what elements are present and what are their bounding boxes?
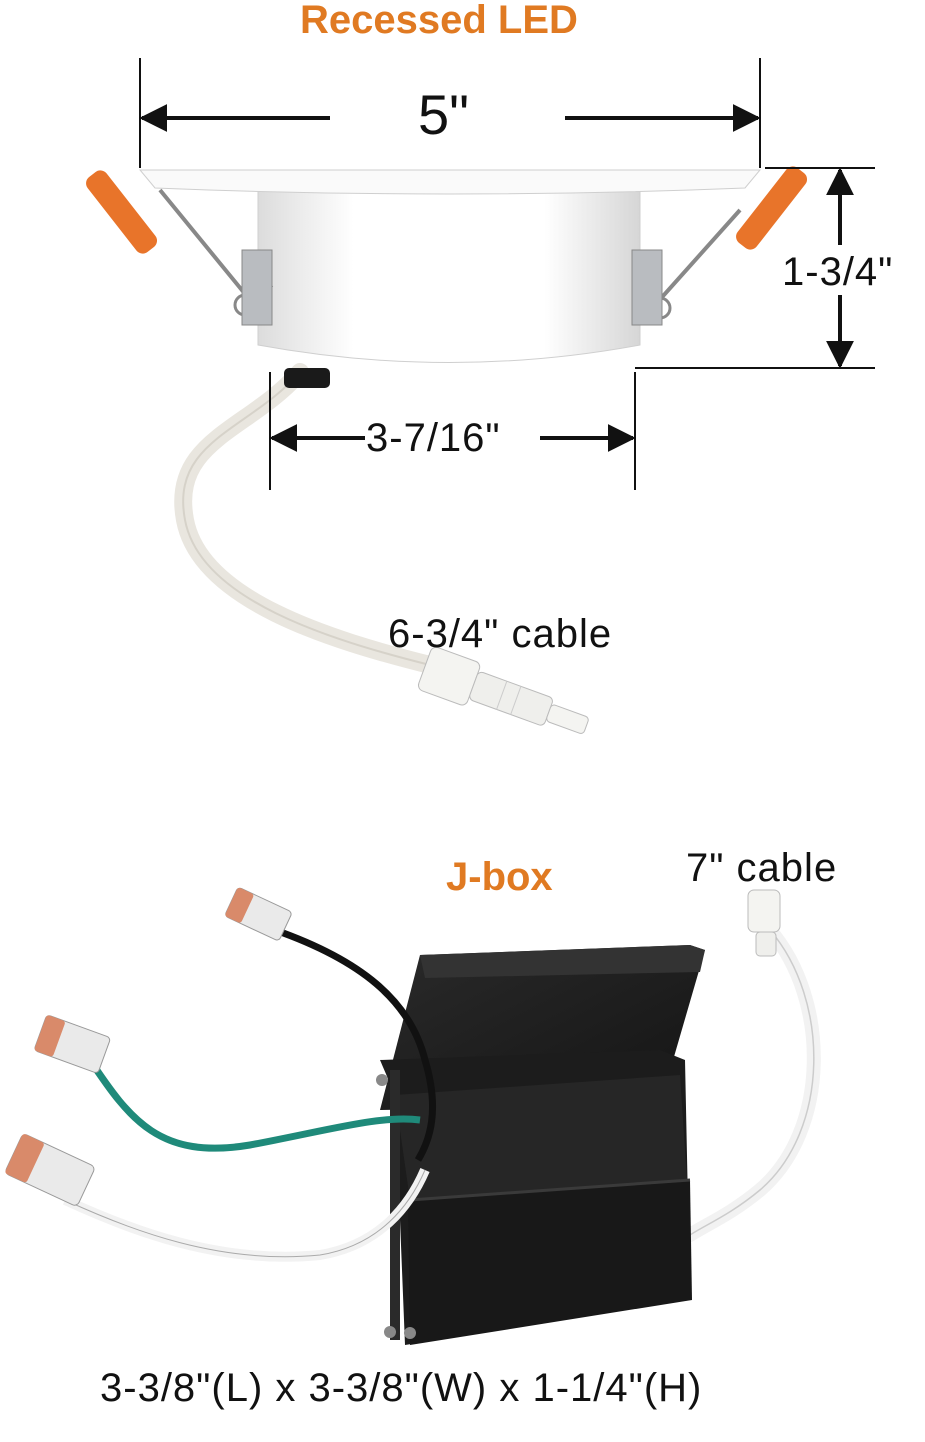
wire-white <box>62 1168 430 1262</box>
jbox-title: J-box <box>446 855 553 899</box>
spring-clip-right <box>631 166 808 326</box>
led-body <box>257 184 641 363</box>
jbox-cable <box>683 923 821 1242</box>
led-cable-label: 6-3/4" cable <box>388 612 613 656</box>
led-body-width-label: 3-7/16" <box>366 416 501 460</box>
jbox-size-label: 3-3/8"(L) x 3-3/8"(W) x 1-1/4"(H) <box>100 1366 703 1410</box>
recessed-led-fixture <box>86 58 875 734</box>
cable-strain-relief <box>284 368 330 388</box>
jbox-cable-label: 7" cable <box>686 846 838 890</box>
spring-clip-left <box>86 170 274 326</box>
jbox-connector <box>747 889 781 957</box>
led-flange <box>138 169 762 195</box>
jbox-assembly <box>5 887 821 1345</box>
wire-green <box>87 1058 421 1152</box>
led-width-label: 5" <box>418 83 470 146</box>
led-title: Recessed LED <box>300 0 578 42</box>
lever-connector-bottom <box>5 1134 95 1206</box>
lever-connector-top <box>225 887 292 941</box>
wire-black <box>273 926 437 1162</box>
led-height-label: 1-3/4" <box>782 250 894 294</box>
led-connector <box>417 646 589 734</box>
lever-connector-middle <box>34 1015 111 1073</box>
